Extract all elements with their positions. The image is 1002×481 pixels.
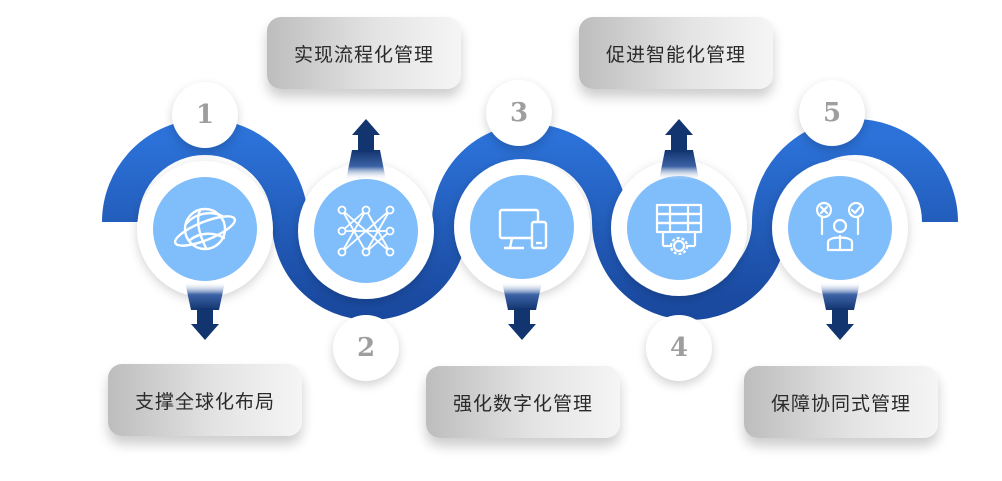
step-number-5: 5	[799, 80, 865, 146]
collaboration-people-icon	[815, 201, 865, 252]
computer-devices-icon	[498, 208, 548, 250]
step-number-3: 3	[486, 80, 552, 146]
step-number-4: 4	[646, 315, 712, 381]
arrow-down-5	[820, 282, 860, 340]
step-number-1: 1	[172, 82, 238, 148]
network-icon	[337, 205, 395, 257]
step-label-2: 实现流程化管理	[267, 17, 461, 89]
globe-icon	[173, 207, 237, 251]
step-label-5: 保障协同式管理	[744, 366, 938, 438]
arrow-down-1	[185, 282, 225, 340]
arrow-up-2	[346, 119, 386, 180]
step-label-1: 支撑全球化布局	[108, 364, 302, 436]
step-label-3: 强化数字化管理	[426, 366, 620, 438]
arrow-up-4	[659, 119, 699, 180]
step-label-4: 促进智能化管理	[579, 17, 773, 89]
step-number-2: 2	[333, 315, 399, 381]
server-gear-icon	[655, 203, 703, 256]
arrow-down-3	[502, 282, 542, 340]
